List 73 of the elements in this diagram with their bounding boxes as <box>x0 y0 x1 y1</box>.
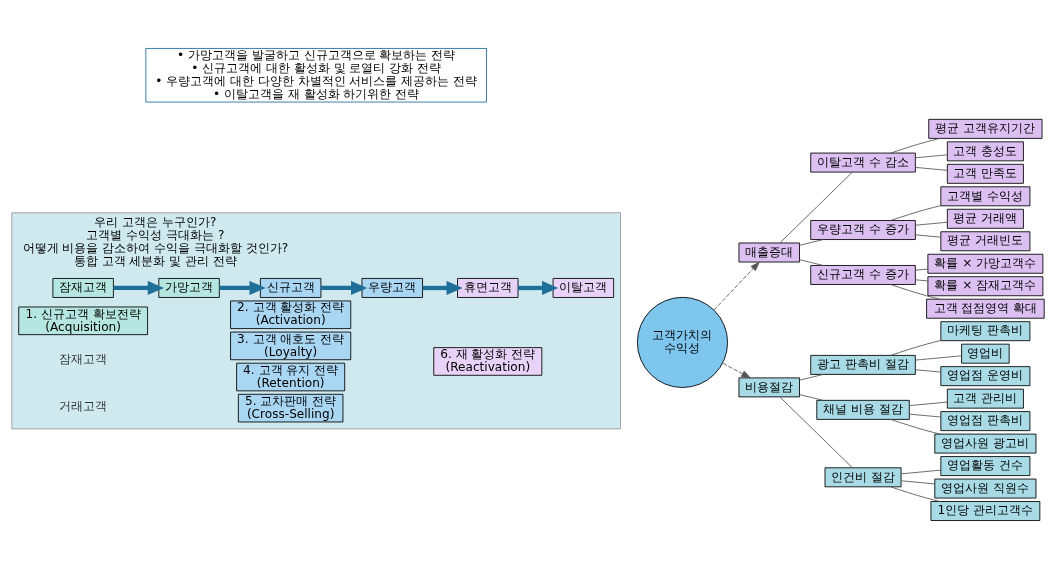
connector <box>915 233 942 238</box>
connector <box>890 339 942 356</box>
node-box: 2. 고객 활성화 전략 (Activation) <box>230 300 352 329</box>
connector <box>915 268 929 271</box>
label: 거래고객 <box>59 398 108 413</box>
node-box: 마케팅 판촉비 <box>940 320 1031 341</box>
node-box: 고객 접점영역 확대 <box>926 298 1045 319</box>
node-box: 매출증대 <box>738 242 800 262</box>
arrow <box>113 280 164 295</box>
node-box: 우량고객 수 증가 <box>810 219 916 240</box>
connector <box>915 221 948 226</box>
connector <box>915 153 948 158</box>
node-box: 휴면고객 <box>457 277 519 298</box>
connector <box>915 354 962 361</box>
node-box: 3. 고객 애호도 전략 (Loyalty) <box>230 331 352 360</box>
node-box: 이탈고객 <box>552 277 615 298</box>
node-box: 평균 고객유지기간 <box>928 118 1043 139</box>
connector <box>779 171 853 243</box>
node-box: 신규고객 수 증가 <box>810 264 916 285</box>
node-box: 영업사원 직원수 <box>934 478 1037 498</box>
arrow <box>320 280 368 295</box>
node-box: 고객별 수익성 <box>940 185 1031 206</box>
node-box: 영업비 <box>961 343 1010 364</box>
node-box: 영업점 판촉비 <box>940 410 1031 431</box>
arrow <box>422 280 463 295</box>
arrow <box>518 280 559 295</box>
connector <box>900 469 942 474</box>
connector <box>890 283 941 300</box>
node-box: 신규고객 <box>259 277 322 298</box>
connector <box>890 485 941 502</box>
node-circle: 고객가치의 수익성 <box>636 296 728 388</box>
node-box: 영업사원 광고비 <box>934 433 1037 454</box>
node-box: 가망고객 <box>158 277 220 298</box>
connector <box>799 238 824 246</box>
node-box: 확률 × 잠재고객수 <box>927 275 1044 296</box>
connector <box>900 479 936 484</box>
node-box: 1. 신규고객 확보전략 (Acquisition) <box>18 306 148 335</box>
node-box: 평균 거래빈도 <box>940 230 1031 251</box>
connector <box>890 137 941 153</box>
node-box: 고객 만족도 <box>946 163 1024 184</box>
connector <box>799 258 824 266</box>
connector <box>779 396 853 468</box>
node-box: 잠재고객 <box>52 277 114 298</box>
arrow <box>722 362 751 378</box>
node-box: 영업활동 건수 <box>940 455 1031 476</box>
connector <box>915 368 942 372</box>
node-box: 고객 충성도 <box>946 140 1024 161</box>
node-box: 고객 관리비 <box>946 388 1024 409</box>
node-box: 6. 재 활성화 전략 (Reactivation) <box>433 346 543 376</box>
connector <box>890 418 941 434</box>
node-box: 인건비 절감 <box>824 466 902 487</box>
label: 잠재고객 <box>59 351 108 366</box>
node-box: 이탈고객 수 감소 <box>810 152 916 173</box>
connector <box>799 373 824 381</box>
node-box: • 가망고객을 발굴하고 신규고객으로 확보하는 전략 • 신규고객에 대한 활성화 및 로열티 강화 전략 • 우량고객에 대한 다양한 차별적인 서비스를 제공하는 전략 • 이탈고객을 재 활성화 하기위한 전략 <box>145 47 487 102</box>
node-box: 채널 비용 절감 <box>816 399 910 420</box>
connector <box>915 166 948 171</box>
node-box: 5. 교차판매 전략 (Cross-Selling) <box>237 393 344 422</box>
node-box: 4. 고객 유지 전략 (Retention) <box>236 362 346 391</box>
node-box: 확률 × 가망고객수 <box>927 253 1044 274</box>
node-box: 광고 판촉비 절감 <box>810 354 916 375</box>
connector <box>915 278 929 281</box>
connector <box>909 401 948 406</box>
node-box: 우량고객 <box>361 277 423 298</box>
node-box: 1인당 관리고객수 <box>930 500 1041 521</box>
node-box: 영업점 운영비 <box>940 365 1031 386</box>
arrow <box>713 261 760 310</box>
connector <box>799 393 824 401</box>
arrow <box>219 280 266 295</box>
node-box: 평균 거래액 <box>946 208 1024 229</box>
connector <box>909 413 942 417</box>
connector <box>890 204 942 221</box>
node-box: 비용절감 <box>738 376 800 397</box>
